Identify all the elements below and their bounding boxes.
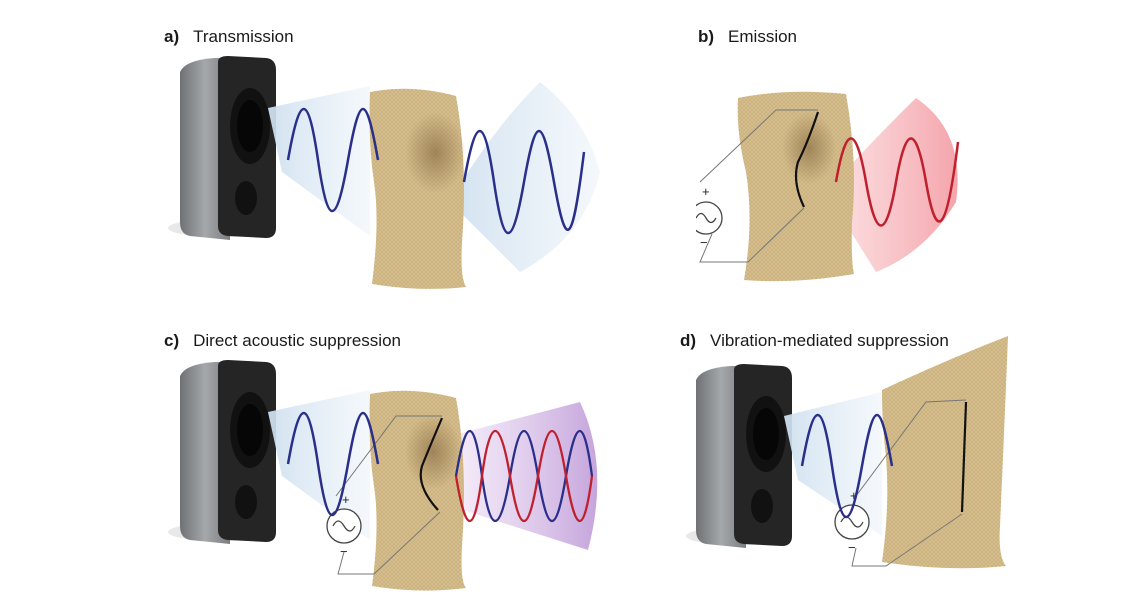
fabric-icon xyxy=(369,88,466,289)
panel-label: c) Direct acoustic suppression xyxy=(164,331,401,351)
circuit-wire xyxy=(335,415,442,575)
panel-label: b) Emission xyxy=(698,27,797,47)
circuit-wire xyxy=(699,109,818,263)
emitted-wave xyxy=(834,137,960,227)
plus-sign: + xyxy=(850,488,858,503)
panel-letter: b) xyxy=(698,27,715,46)
panel-label: d) Vibration-mediated suppression xyxy=(680,331,949,351)
speaker-icon xyxy=(180,56,276,240)
emitted-cone xyxy=(826,98,958,272)
actuator-line xyxy=(794,111,820,208)
emission-illustration: + − xyxy=(696,91,960,282)
incident-wave xyxy=(800,414,894,518)
actuator-line xyxy=(419,417,444,511)
speaker-icon xyxy=(696,364,792,548)
plus-sign: + xyxy=(702,184,710,199)
minus-sign: − xyxy=(848,540,856,555)
panel-title: Vibration-mediated suppression xyxy=(710,331,949,350)
fabric-icon xyxy=(369,390,466,591)
panel-direct-acoustic-suppression: c) Direct acoustic suppression + − xyxy=(160,326,720,616)
plus-sign: + xyxy=(342,492,350,507)
ac-source-icon xyxy=(696,201,723,235)
panel-letter: a) xyxy=(164,27,180,46)
panel-title: Direct acoustic suppression xyxy=(193,331,401,350)
panel-title: Transmission xyxy=(193,27,294,46)
transmitted-wave xyxy=(454,429,594,523)
actuator-line xyxy=(960,401,968,513)
sound-cone xyxy=(784,392,882,536)
interference-cone xyxy=(450,402,598,550)
ac-source-icon xyxy=(326,508,362,544)
panel-emission: b) Emission + − xyxy=(696,22,1147,312)
transmission-illustration xyxy=(168,56,600,289)
incident-wave xyxy=(286,108,380,212)
panel-letter: d) xyxy=(680,331,697,350)
direct-suppression-illustration: + − xyxy=(168,360,598,591)
panel-vibration-mediated-suppression: d) Vibration-mediated suppression + − xyxy=(676,326,1147,616)
circuit-wire xyxy=(851,399,967,567)
incident-wave xyxy=(286,412,380,516)
fabric-icon xyxy=(737,91,854,282)
cancelling-wave xyxy=(454,429,594,523)
speaker-icon xyxy=(180,360,276,544)
minus-sign: − xyxy=(700,235,708,250)
transmitted-wave xyxy=(462,130,586,234)
panel-transmission: a) Transmission xyxy=(160,22,720,312)
panel-label: a) Transmission xyxy=(164,27,294,47)
minus-sign: − xyxy=(340,544,348,559)
panel-letter: c) xyxy=(164,331,180,350)
fabric-icon xyxy=(882,336,1008,569)
vibration-suppression-illustration: + − xyxy=(686,336,1008,569)
panel-title: Emission xyxy=(728,27,798,46)
